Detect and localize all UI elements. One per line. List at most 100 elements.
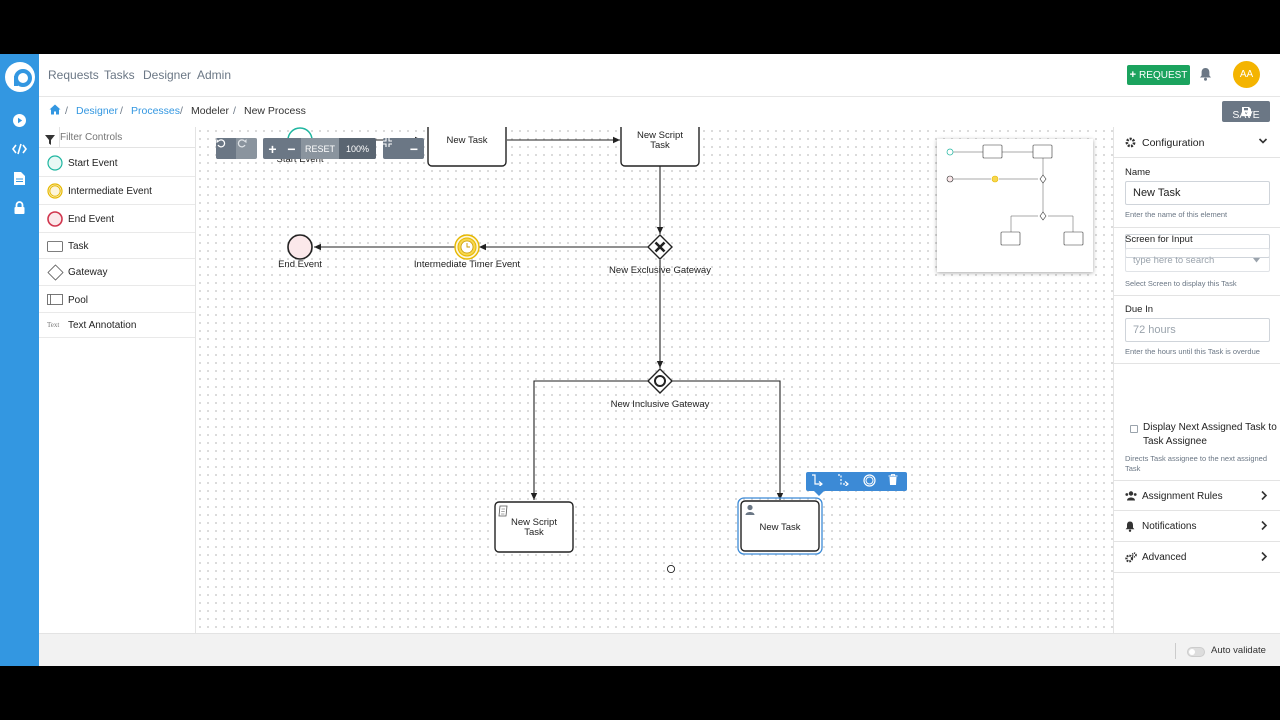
top-navigation: Requests Tasks Designer Admin + REQUEST … bbox=[39, 54, 1280, 97]
name-help: Enter the name of this element bbox=[1125, 210, 1228, 219]
request-button-label: REQUEST bbox=[1139, 69, 1188, 81]
due-in-input[interactable]: 72 hours bbox=[1125, 318, 1270, 342]
document-icon[interactable] bbox=[11, 170, 27, 186]
text-annotation-icon: Text bbox=[47, 321, 60, 329]
status-footer: Auto validate bbox=[39, 633, 1280, 666]
due-in-label: Due In bbox=[1125, 304, 1153, 315]
connect-flow-icon[interactable] bbox=[811, 474, 825, 488]
display-next-checkbox[interactable] bbox=[1130, 425, 1138, 433]
reset-zoom-button[interactable]: RESET bbox=[301, 138, 339, 159]
exclusive-gateway[interactable] bbox=[647, 234, 673, 260]
filter-icon bbox=[45, 132, 55, 150]
home-icon[interactable] bbox=[49, 104, 61, 118]
fit-screen-icon[interactable] bbox=[383, 138, 403, 159]
minimap[interactable] bbox=[937, 139, 1093, 272]
control-gateway[interactable]: Gateway bbox=[39, 259, 195, 286]
grab-cursor-icon bbox=[666, 564, 676, 574]
connect-association-icon[interactable] bbox=[837, 474, 851, 488]
chevron-right-icon bbox=[1260, 490, 1268, 504]
undo-redo-group bbox=[216, 138, 257, 159]
zoom-out-icon[interactable]: − bbox=[287, 140, 296, 157]
screen-label: Screen for Input bbox=[1125, 234, 1193, 245]
configuration-header[interactable]: Configuration bbox=[1114, 127, 1280, 158]
chevron-down-icon bbox=[1258, 136, 1268, 149]
display-next-help: Directs Task assignee to the next assign… bbox=[1125, 454, 1268, 473]
inclusive-gateway[interactable] bbox=[647, 368, 673, 394]
control-label: Text Annotation bbox=[68, 320, 137, 331]
code-icon[interactable] bbox=[11, 141, 27, 157]
inclusive-gateway-label: New Inclusive Gateway bbox=[611, 399, 710, 410]
control-end-event[interactable]: End Event bbox=[39, 205, 195, 233]
breadcrumb-separator: / bbox=[120, 105, 123, 117]
delete-icon[interactable] bbox=[888, 474, 902, 488]
processmaker-logo[interactable] bbox=[5, 62, 35, 92]
advanced-label: Advanced bbox=[1142, 552, 1187, 563]
task-icon bbox=[47, 241, 63, 252]
nav-designer[interactable]: Designer bbox=[143, 68, 192, 82]
notifications-label: Notifications bbox=[1142, 521, 1197, 532]
breadcrumb-processes[interactable]: Processes bbox=[131, 105, 181, 117]
nav-tasks[interactable]: Tasks bbox=[104, 68, 135, 82]
control-start-event[interactable]: Start Event bbox=[39, 148, 195, 177]
undo-icon[interactable] bbox=[216, 138, 236, 159]
collapse-minimap-icon[interactable]: − bbox=[409, 140, 419, 157]
task-top[interactable]: New Task bbox=[427, 127, 507, 167]
name-label: Name bbox=[1125, 167, 1151, 178]
sequence-flows bbox=[314, 136, 784, 500]
timer-event-label: Intermediate Timer Event bbox=[414, 259, 520, 270]
boundary-event-icon[interactable] bbox=[863, 474, 877, 488]
control-pool[interactable]: Pool bbox=[39, 286, 195, 313]
minimap-diagram bbox=[946, 144, 1084, 246]
users-icon bbox=[1125, 491, 1137, 504]
nav-admin[interactable]: Admin bbox=[197, 68, 232, 82]
end-event[interactable] bbox=[287, 234, 313, 260]
script-icon bbox=[498, 505, 508, 517]
zoom-group: + − RESET 100% bbox=[263, 138, 376, 159]
control-label: Task bbox=[68, 241, 89, 252]
configuration-panel: Configuration Name New Task Enter the na… bbox=[1113, 127, 1280, 633]
gear-icon bbox=[1125, 137, 1136, 151]
control-label: Gateway bbox=[68, 267, 108, 278]
start-event-icon bbox=[47, 155, 63, 171]
user-task-bottom[interactable]: New Task bbox=[737, 497, 823, 555]
end-event-icon bbox=[47, 211, 63, 227]
intermediate-timer-event[interactable] bbox=[454, 234, 480, 260]
new-request-button[interactable]: + REQUEST bbox=[1127, 65, 1190, 85]
screen-select[interactable]: type here to search bbox=[1125, 248, 1270, 272]
control-label: End Event bbox=[68, 214, 115, 225]
control-intermediate-event[interactable]: Intermediate Event bbox=[39, 177, 195, 205]
control-text-annotation[interactable]: Text Text Annotation bbox=[39, 313, 195, 338]
control-task[interactable]: Task bbox=[39, 233, 195, 259]
breadcrumb-designer[interactable]: Designer bbox=[76, 105, 119, 117]
flow-inclusive-to-script[interactable] bbox=[530, 380, 648, 500]
play-icon[interactable] bbox=[11, 112, 27, 128]
zoom-in-icon[interactable]: + bbox=[268, 140, 277, 157]
advanced-section[interactable]: Advanced bbox=[1114, 542, 1280, 573]
minimap-group: − bbox=[383, 138, 424, 159]
display-next-label: Display Next Assigned Task to Task Assig… bbox=[1143, 422, 1277, 447]
screen-select-placeholder: type here to search bbox=[1133, 254, 1215, 266]
breadcrumb-modeler: Modeler bbox=[191, 105, 229, 117]
user-task-bottom-label: New Task bbox=[759, 522, 800, 533]
nav-requests[interactable]: Requests bbox=[48, 68, 99, 82]
user-icon bbox=[745, 504, 755, 515]
save-button[interactable]: SAVE bbox=[1222, 101, 1270, 122]
name-input[interactable]: New Task bbox=[1125, 181, 1270, 205]
lock-icon[interactable] bbox=[11, 199, 27, 215]
assignment-rules-section[interactable]: Assignment Rules bbox=[1114, 480, 1280, 511]
filter-controls-input[interactable] bbox=[60, 130, 190, 145]
caret-down-icon bbox=[1253, 255, 1260, 266]
flow-inclusive-to-task[interactable] bbox=[672, 380, 784, 500]
notifications-section[interactable]: Notifications bbox=[1114, 511, 1280, 542]
control-label: Start Event bbox=[68, 158, 118, 169]
redo-icon[interactable] bbox=[237, 138, 257, 159]
auto-validate-toggle[interactable] bbox=[1187, 647, 1205, 657]
auto-validate-label: Auto validate bbox=[1211, 645, 1266, 656]
bell-icon[interactable] bbox=[1199, 67, 1212, 86]
user-avatar[interactable]: AA bbox=[1233, 61, 1260, 88]
